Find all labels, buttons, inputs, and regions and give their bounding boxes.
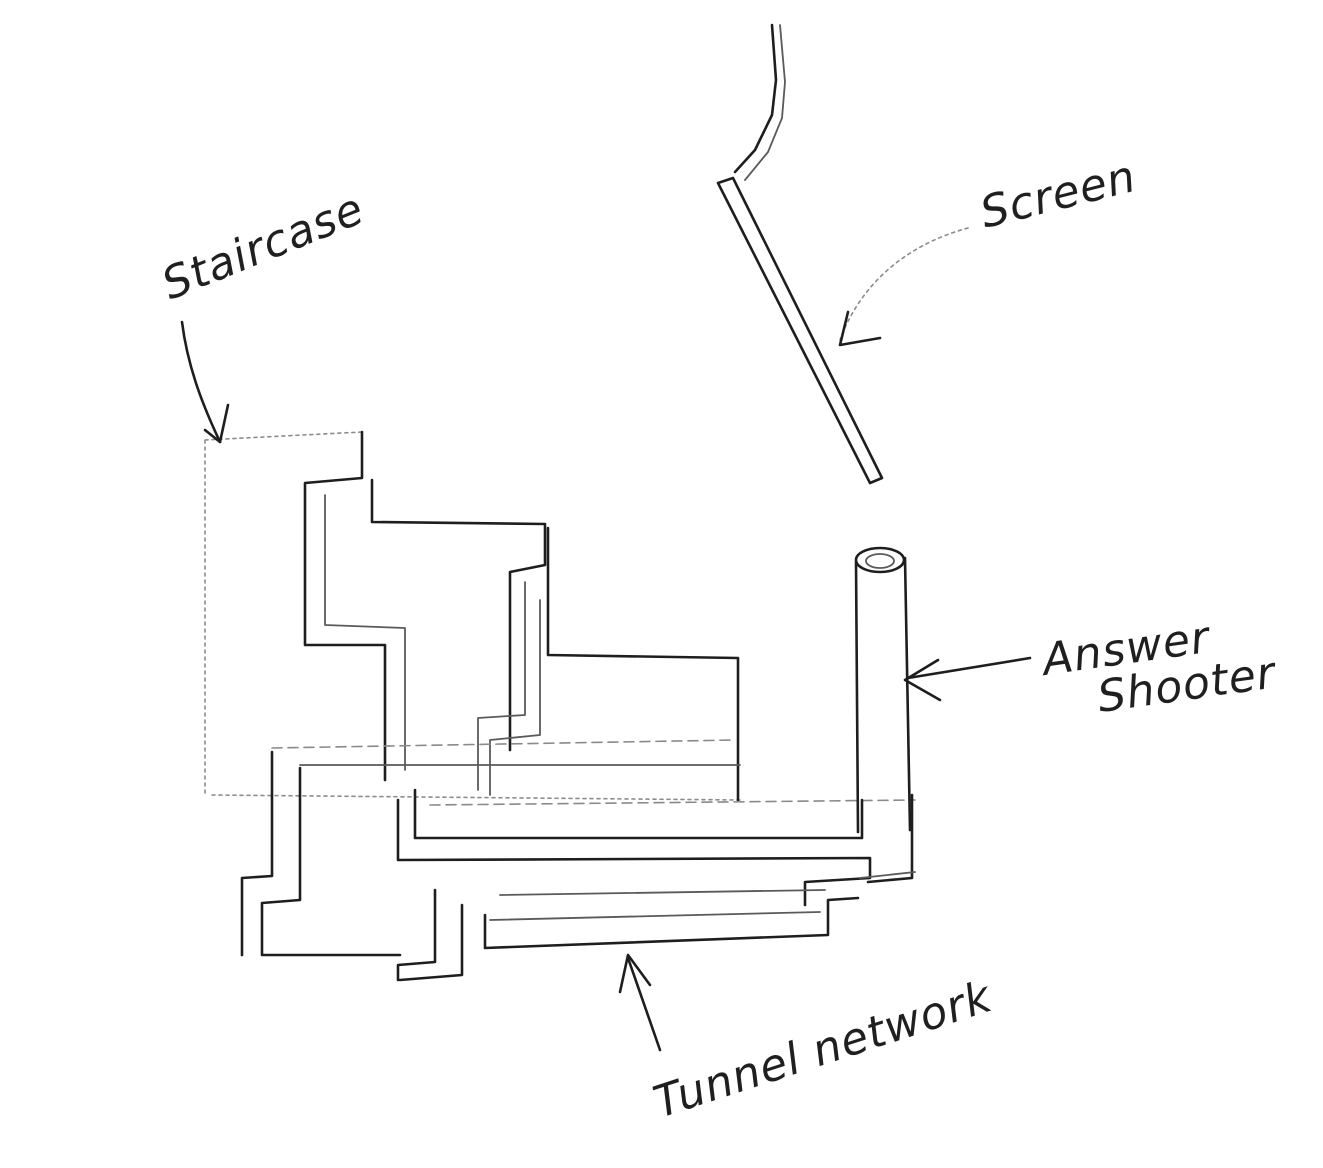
staircase-step-edge-middle: [372, 480, 545, 750]
screen-label: Screen: [975, 151, 1141, 239]
arrows: [182, 228, 1030, 1050]
staircase-inner-edge-a: [325, 495, 405, 770]
tunnel-run-bottom-d: [490, 912, 820, 920]
staircase-horizontal-c: [430, 800, 915, 805]
staircase-label: Staircase: [155, 183, 371, 310]
tunnel-run-middle: [398, 800, 870, 905]
staircase-horizontal-a: [272, 740, 735, 748]
screen-cable-b: [745, 25, 785, 180]
tunnel-network-arrow: [628, 958, 660, 1050]
tunnel-network: [242, 752, 915, 980]
labels: Staircase Screen Answer Shooter Tunnel n…: [155, 151, 1281, 1129]
staircase-inner-edge-b: [478, 582, 525, 790]
staircase-step-edge-lower: [548, 528, 738, 800]
screen-panel: [718, 178, 882, 483]
answer-shooter: [856, 548, 910, 832]
staircase: [205, 432, 915, 805]
answer-shooter-tube-right: [905, 558, 910, 830]
tunnel-right-return-inner: [860, 872, 915, 878]
tunnel-network-label: Tunnel network: [648, 971, 999, 1128]
answer-shooter-arrowhead: [905, 660, 940, 700]
tunnel-left-outer: [242, 752, 272, 955]
tunnel-run-bottom-a: [400, 905, 462, 980]
tunnel-run-upper: [415, 790, 862, 838]
tunnel-run-lower: [398, 890, 435, 980]
screen-cable: [735, 25, 776, 172]
screen: [718, 25, 882, 483]
staircase-arrow: [182, 322, 220, 442]
screen-arrowhead: [840, 312, 880, 345]
tunnel-run-bottom-b: [485, 898, 858, 948]
tunnel-right-return: [868, 795, 912, 882]
answer-shooter-opening-inner: [866, 554, 894, 568]
screen-arrow: [840, 228, 968, 340]
tunnel-run-bottom-c: [500, 890, 825, 895]
answer-shooter-tube-left: [856, 562, 858, 832]
tunnel-network-arrowhead: [620, 955, 650, 992]
